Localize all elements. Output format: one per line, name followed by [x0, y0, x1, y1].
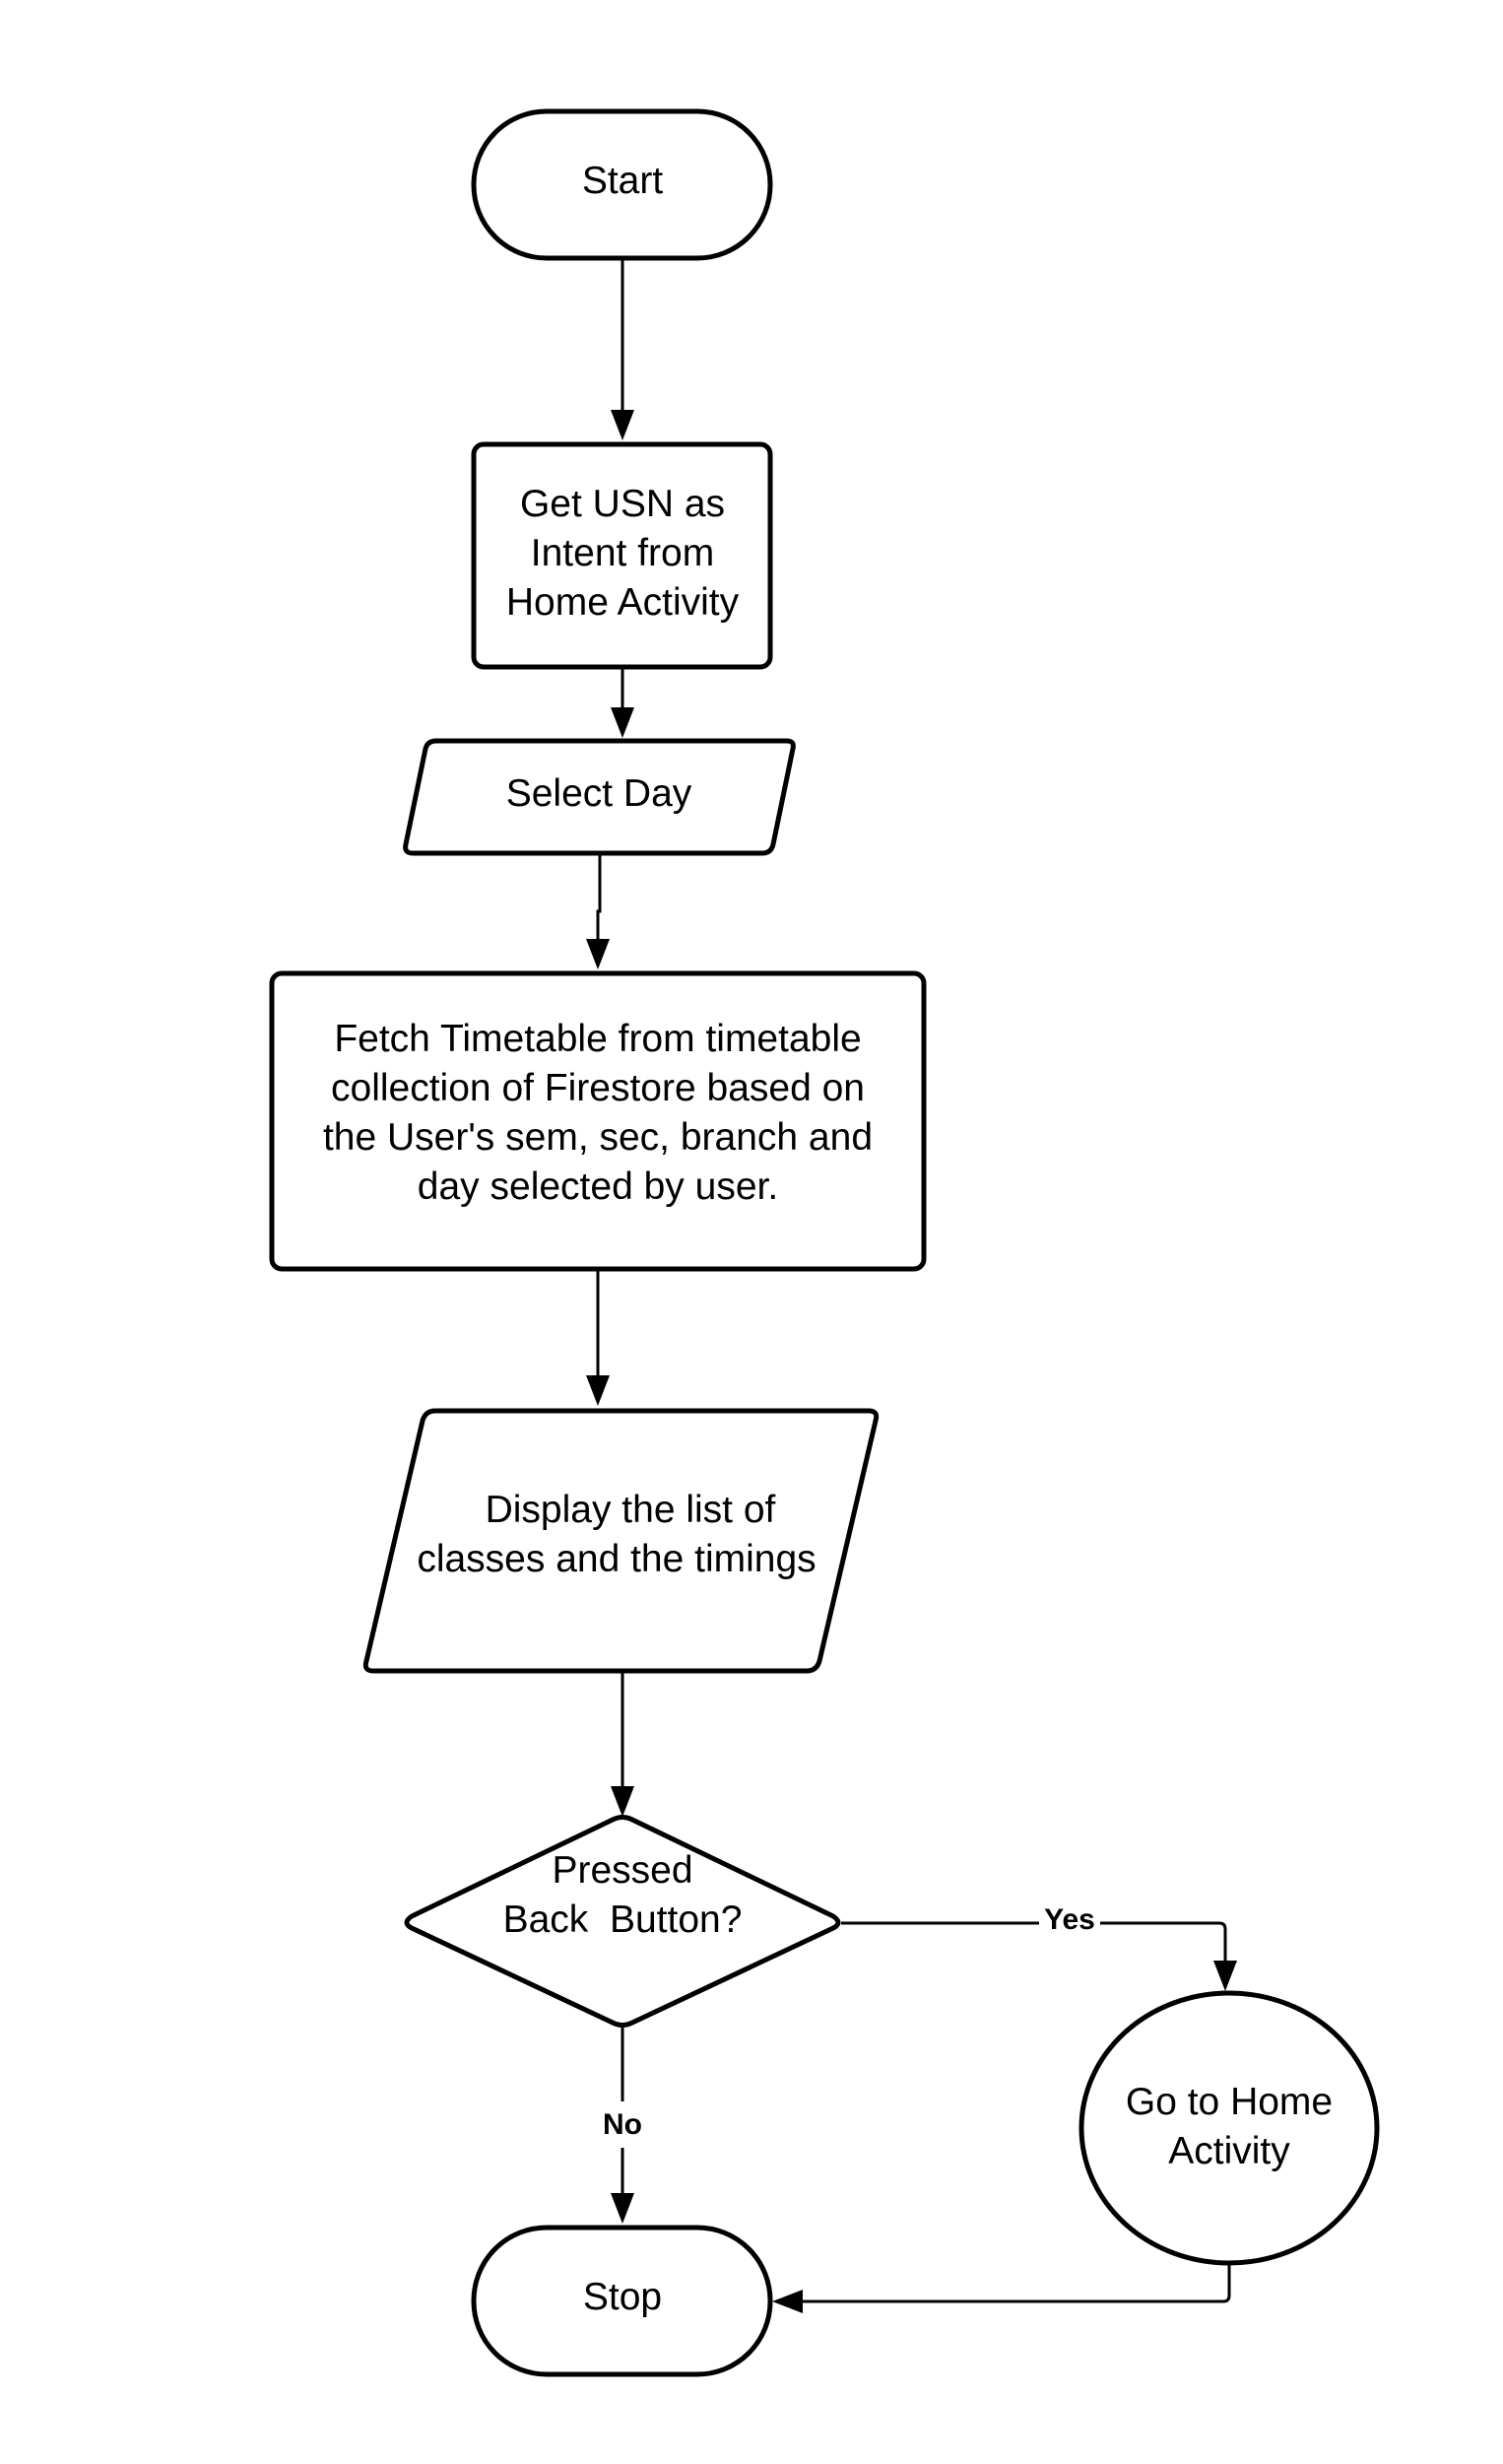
arrowhead-get-usn [611, 410, 634, 440]
select-day-label: Select Day [506, 772, 692, 815]
get-usn-label-line-1: Get USN as [520, 483, 725, 525]
get-usn-label-line-2: Intent from [531, 532, 714, 574]
arrowhead-stop-side [772, 2290, 803, 2313]
arrowhead-fetch [586, 939, 610, 969]
connectors [586, 258, 1237, 2313]
arrowhead-select-day [611, 707, 634, 738]
start-node: Start [471, 108, 773, 261]
arrowhead-stop [611, 2193, 634, 2224]
decision-label-line-2: Back Button? [503, 1898, 743, 1941]
fetch-label-line-3: the User's sem, sec, branch and [323, 1116, 873, 1159]
arrowhead-go-home [1213, 1961, 1237, 1991]
display-label-line-2: classes and the timings [417, 1538, 816, 1580]
fetch-label-line-2: collection of Firestore based on [331, 1067, 865, 1109]
go-home-node: Go to Home Activity [1078, 1990, 1380, 2266]
fetch-label-line-4: day selected by user. [418, 1165, 778, 1208]
stop-label: Stop [583, 2276, 662, 2318]
get-usn-node: Get USN as Intent from Home Activity [471, 441, 773, 670]
start-label: Start [582, 160, 664, 202]
stop-node: Stop [471, 2225, 773, 2377]
connector-decision-yes-down [1100, 1921, 1227, 1963]
decision-label-line-1: Pressed [552, 1849, 692, 1892]
decision-node: Pressed Back Button? [404, 1815, 841, 2028]
connector-select-day-to-fetch [596, 853, 602, 941]
edge-label-yes: Yes [1044, 1903, 1095, 1936]
fetch-label-line-1: Fetch Timetable from timetable [334, 1018, 861, 1060]
connector-go-home-to-stop [803, 2264, 1231, 2303]
arrowhead-display [586, 1375, 610, 1406]
go-home-label-line-1: Go to Home [1126, 2081, 1333, 2123]
select-day-node: Select Day [403, 738, 796, 856]
display-list-node: Display the list of classes and the timi… [362, 1408, 880, 1674]
get-usn-label-line-3: Home Activity [506, 581, 740, 624]
arrowhead-decision [611, 1786, 634, 1817]
fetch-timetable-node: Fetch Timetable from timetable collectio… [269, 970, 927, 1272]
go-home-label-line-2: Activity [1168, 2130, 1290, 2172]
edge-label-no: No [603, 2108, 642, 2141]
display-label-line-1: Display the list of [486, 1489, 776, 1531]
